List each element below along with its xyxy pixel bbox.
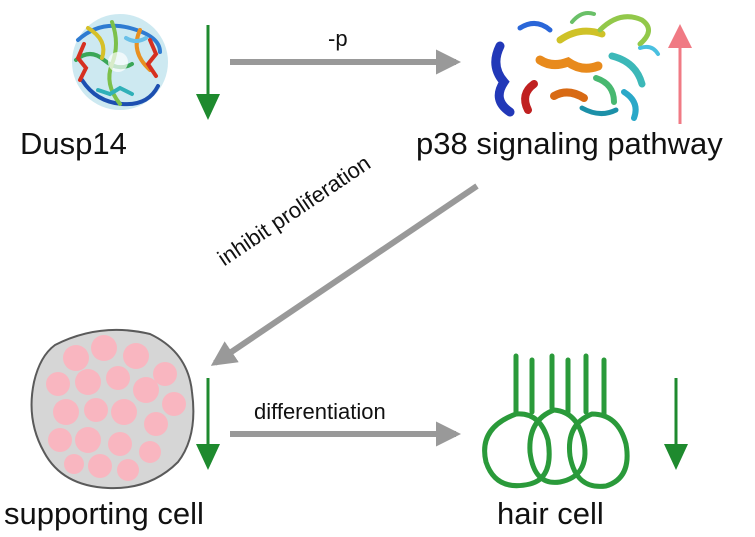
p38-label: p38 signaling pathway (416, 126, 723, 161)
p38-protein-icon (491, 11, 660, 121)
dusp14-protein-icon (72, 14, 168, 110)
supporting-cell-label: supporting cell (4, 496, 204, 531)
p38-up-arrow (668, 24, 692, 124)
dephosphorylation-label: -p (328, 26, 348, 51)
hair-cell-down-arrow (664, 378, 688, 470)
supporting-cell-icon (30, 328, 195, 490)
inhibit-proliferation-arrow (210, 183, 479, 366)
supporting-cell-down-arrow (196, 378, 220, 470)
dusp14-down-arrow (196, 25, 220, 120)
hair-cell-icon (482, 353, 630, 489)
hair-cell-label: hair cell (497, 496, 604, 531)
differentiation-label: differentiation (254, 399, 386, 424)
dusp14-label: Dusp14 (20, 126, 127, 161)
